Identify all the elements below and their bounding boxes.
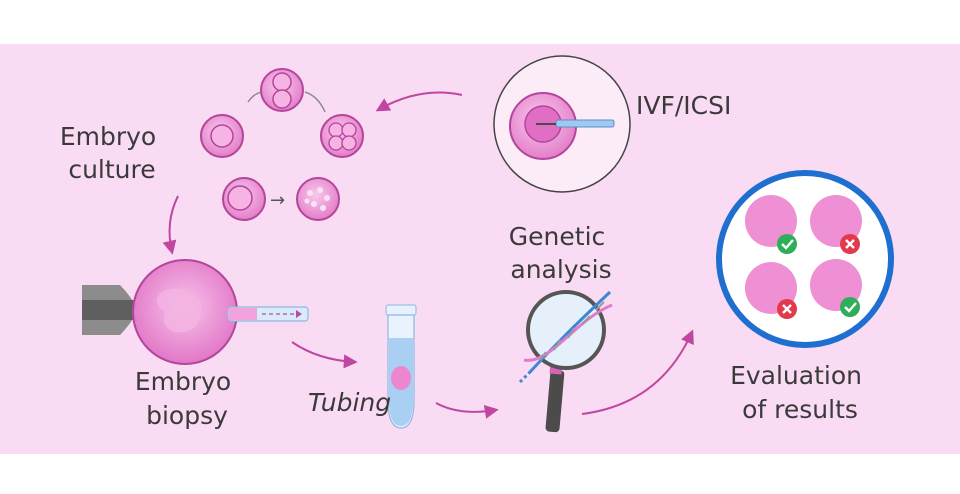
evaluation-results-icon bbox=[716, 170, 894, 348]
tube-icon bbox=[385, 304, 417, 429]
label-genetic-analysis: Genetic analysis bbox=[509, 222, 613, 284]
check-icon bbox=[840, 297, 860, 317]
ivf-icsi-icon bbox=[493, 55, 631, 193]
magnifier-dna-icon bbox=[518, 290, 613, 433]
label-tubing: Tubing bbox=[308, 388, 391, 417]
arrow-tubing-to-analysis bbox=[435, 402, 499, 419]
embryo-2cell-icon bbox=[260, 68, 304, 112]
label-embryo-biopsy: Embryo biopsy bbox=[135, 367, 239, 430]
embryo-biopsy-icon bbox=[82, 259, 309, 365]
embryo-4cell-icon bbox=[320, 114, 364, 158]
check-icon bbox=[777, 234, 797, 254]
embryo-morula-icon bbox=[296, 177, 340, 221]
label-evaluation-results: Evaluation of results bbox=[730, 361, 870, 424]
arrow-biopsy-to-tubing bbox=[291, 341, 358, 369]
label-ivf-icsi: IVF/ICSI bbox=[636, 91, 731, 120]
arrow-culture-to-biopsy bbox=[162, 195, 179, 255]
cross-icon bbox=[777, 299, 797, 319]
culture-arrow-icon: → bbox=[270, 190, 285, 211]
label-embryo-culture: Embryo culture bbox=[60, 122, 164, 184]
arrow-analysis-to-evaluation bbox=[581, 329, 694, 415]
cross-icon bbox=[840, 234, 860, 254]
embryo-culture-cycle: → bbox=[200, 68, 364, 221]
embryo-zygote-icon bbox=[200, 114, 244, 158]
arrow-ivf-to-culture bbox=[375, 91, 463, 112]
embryo-blastocyst-early-icon bbox=[222, 177, 266, 221]
